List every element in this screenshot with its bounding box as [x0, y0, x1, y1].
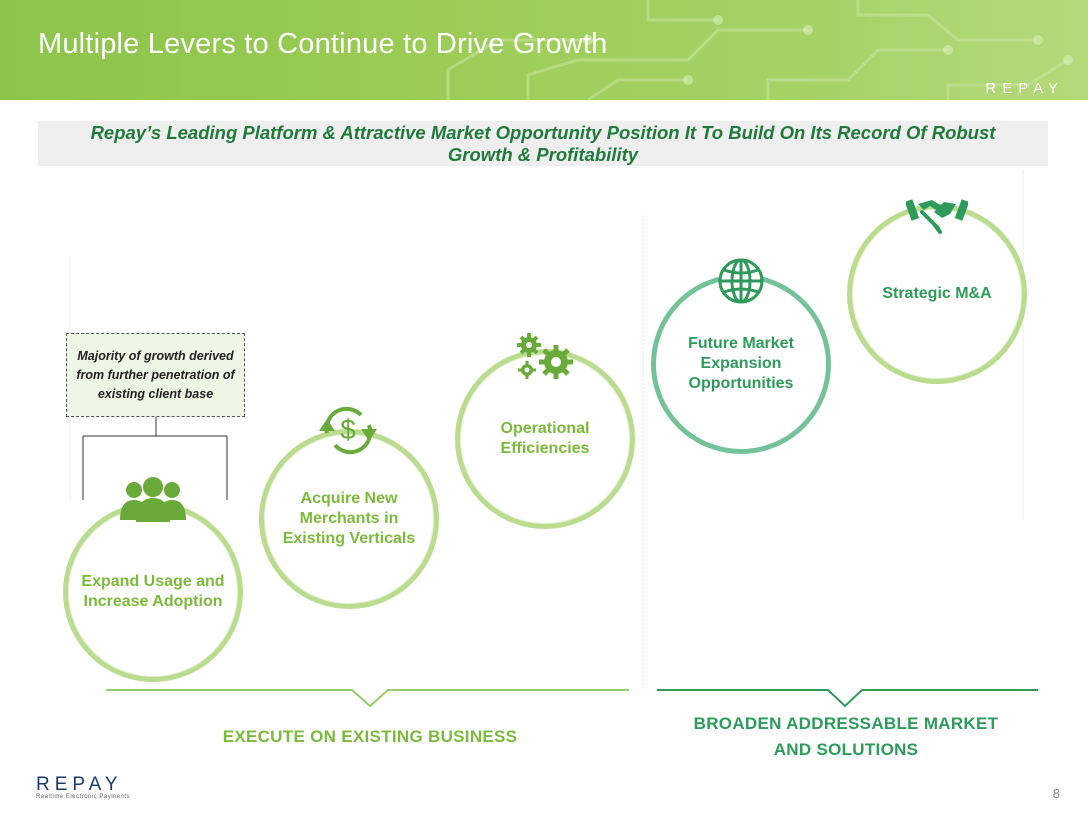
section-execute-label: EXECUTE ON EXISTING BUSINESS: [222, 727, 518, 746]
gears-icon: [517, 333, 573, 379]
lever-label: Expand Usage and Increase Adoption: [81, 573, 225, 610]
subtitle-box: Repay’s Leading Platform & Attractive Ma…: [38, 121, 1048, 166]
svg-text:$: $: [340, 414, 356, 445]
footer-logo-tagline: Realtime Electronic Payments: [36, 794, 131, 800]
header-banner: Multiple Levers to Continue to Drive Gro…: [0, 0, 1088, 100]
lever-label: Future Market Expansion Opportunities: [688, 335, 794, 392]
circuit-pattern-decoration: [446, 0, 1073, 100]
callout-box: Majority of growth derived from further …: [66, 333, 245, 417]
lever-label: Strategic M&A: [882, 285, 992, 302]
lever-future-market: Future Market Expansion Opportunities: [651, 274, 831, 454]
lever-expand-usage: Expand Usage and Increase Adoption: [63, 502, 243, 682]
lever-label: Operational Efficiencies: [500, 420, 590, 457]
page-number: 8: [1052, 786, 1060, 801]
repay-logo-bottom: REPAY Realtime Electronic Payments: [36, 774, 130, 800]
people-icon: [120, 477, 186, 522]
callout-text: Majority of growth derived from further …: [76, 348, 235, 401]
lever-acquire-merchants: Acquire New Merchants in Existing Vertic…: [259, 429, 439, 609]
page-title: Multiple Levers to Continue to Drive Gro…: [38, 28, 608, 60]
footer-logo-word: REPAY: [36, 774, 123, 795]
section-broaden-label: BROADEN ADDRESSABLE MARKET AND SOLUTIONS: [670, 711, 1022, 763]
globe-icon: [718, 258, 764, 304]
subtitle-text: Repay’s Leading Platform & Attractive Ma…: [90, 121, 996, 165]
section-broaden-line1: BROADEN ADDRESSABLE MARKET: [693, 714, 999, 733]
lever-label: Acquire New Merchants in Existing Vertic…: [282, 490, 416, 547]
handshake-icon: [906, 199, 968, 234]
repay-logo-top: REPAY: [985, 80, 1064, 97]
lever-operational-efficiencies: Operational Efficiencies: [455, 349, 635, 529]
section-broaden-line2: AND SOLUTIONS: [773, 740, 919, 759]
dollar-cycle-icon: $: [319, 406, 377, 455]
